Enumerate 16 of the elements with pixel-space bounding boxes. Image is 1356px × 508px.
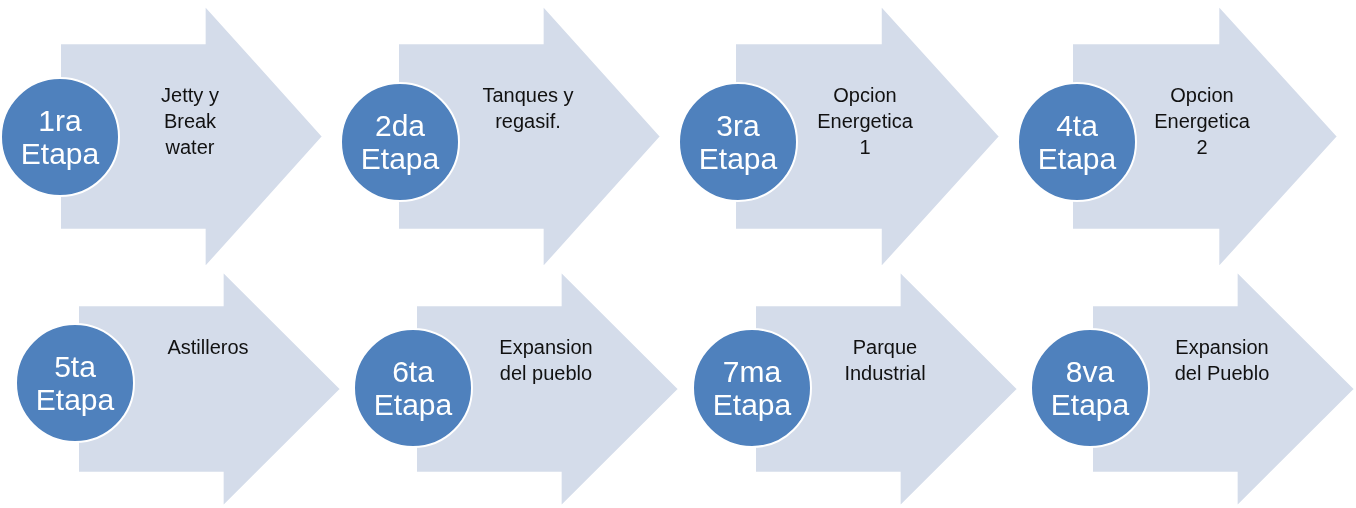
stage-description: Jetty y Break water	[160, 82, 220, 160]
stage-label: 2da Etapa	[359, 109, 441, 175]
stage-label: 4ta Etapa	[1036, 109, 1118, 175]
stage-label: 5ta Etapa	[34, 350, 116, 416]
stage-description: Expansion del pueblo	[498, 335, 594, 386]
stage-description: Tanques y regasif.	[481, 82, 575, 134]
stage-description: Expansion del Pueblo	[1173, 335, 1271, 386]
stage-label: 6ta Etapa	[372, 355, 454, 421]
stage-label: 3ra Etapa	[697, 109, 779, 175]
stage-description: Parque Industrial	[843, 335, 927, 386]
stage-description: Opcion Energetica 1	[816, 82, 914, 160]
stage-label: 1ra Etapa	[19, 104, 101, 170]
stage-label: 7ma Etapa	[711, 355, 793, 421]
stage-description: Astilleros	[166, 335, 250, 360]
stage-description: Opcion Energetica 2	[1153, 82, 1251, 160]
stage-label: 8va Etapa	[1049, 355, 1131, 421]
